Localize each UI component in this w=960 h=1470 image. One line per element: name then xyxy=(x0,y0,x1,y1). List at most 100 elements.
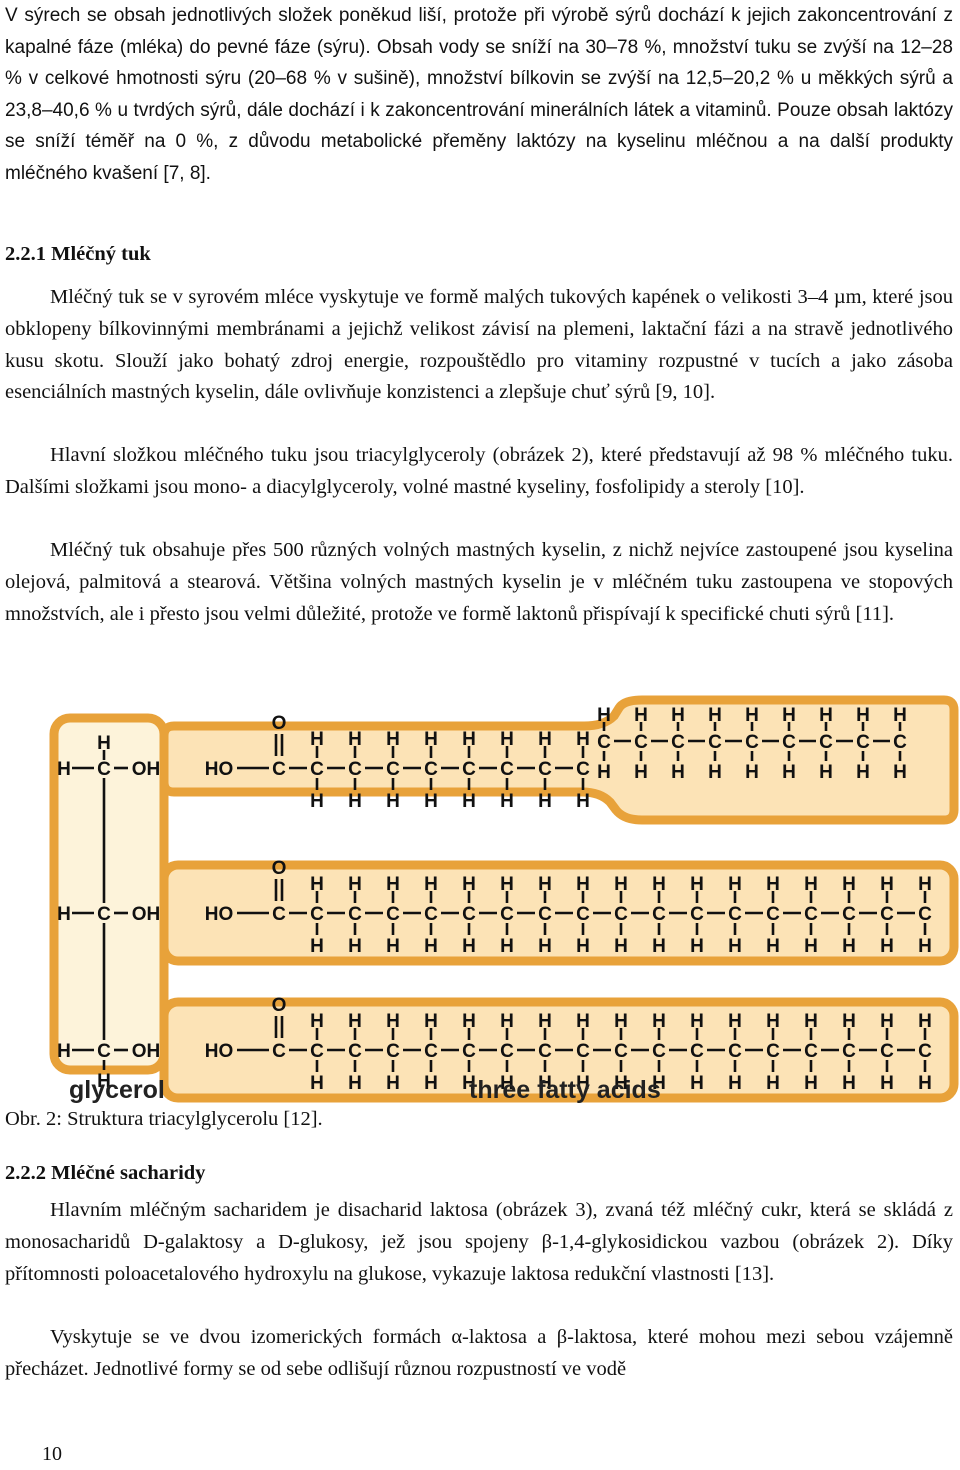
carbonyl-atom-c: C xyxy=(272,904,286,925)
section-heading-milk-saccharides: 2.2.2 Mléčné sacharidy xyxy=(5,1162,206,1184)
chain-atom-c: C xyxy=(500,904,514,925)
chain-atom-c: C xyxy=(918,1041,932,1062)
chain-atom-h: H xyxy=(597,705,611,726)
chain-atom-h: H xyxy=(819,705,833,726)
chain-atom-h: H xyxy=(634,762,648,783)
chain-atom-h: H xyxy=(671,762,685,783)
chain-atom-h: H xyxy=(804,874,818,895)
chain-atom-h: H xyxy=(614,1073,628,1094)
fatty-acid-group-ho: HO xyxy=(205,759,234,780)
chain-atom-c: C xyxy=(804,904,818,925)
milk-fat-paragraph-2: Hlavní složkou mléčného tuku jsou triacy… xyxy=(5,444,953,498)
chain-atom-h: H xyxy=(842,1073,856,1094)
glycerol-atom-h: H xyxy=(57,1041,71,1062)
chain-atom-h: H xyxy=(880,1073,894,1094)
chain-atom-c: C xyxy=(576,904,590,925)
glycerol-label: glycerol xyxy=(69,1076,165,1104)
chain-atom-h: H xyxy=(424,1011,438,1032)
chain-atom-c: C xyxy=(462,904,476,925)
glycerol-atom-h: H xyxy=(57,759,71,780)
chain-atom-h: H xyxy=(310,729,324,750)
glycerol-atom-c: C xyxy=(97,1041,111,1062)
chain-atom-c: C xyxy=(842,904,856,925)
chain-atom-c: C xyxy=(386,1041,400,1062)
chain-atom-h: H xyxy=(424,1073,438,1094)
chain-atom-h: H xyxy=(310,1073,324,1094)
chain-atom-c: C xyxy=(538,904,552,925)
chain-atom-c: C xyxy=(745,732,759,753)
chain-atom-h: H xyxy=(462,1011,476,1032)
chain-atom-c: C xyxy=(819,732,833,753)
chain-atom-c: C xyxy=(766,904,780,925)
chain-atom-h: H xyxy=(918,936,932,957)
chain-atom-h: H xyxy=(386,1011,400,1032)
intro-paragraph: V sýrech se obsah jednotlivých složek po… xyxy=(5,5,953,184)
chain-atom-h: H xyxy=(690,1011,704,1032)
chain-atom-h: H xyxy=(856,705,870,726)
chain-atom-c: C xyxy=(500,1041,514,1062)
glycerol-atom-h: H xyxy=(97,733,111,754)
section-heading-milk-fat: 2.2.1 Mléčný tuk xyxy=(5,243,151,265)
chain-atom-h: H xyxy=(576,1073,590,1094)
chain-atom-h: H xyxy=(348,1073,362,1094)
chain-atom-h: H xyxy=(538,936,552,957)
chain-atom-h: H xyxy=(766,874,780,895)
chain-atom-h: H xyxy=(804,1073,818,1094)
glycerol-group-oh: OH xyxy=(132,904,161,925)
chain-atom-h: H xyxy=(310,874,324,895)
chain-atom-h: H xyxy=(652,874,666,895)
glycerol-atom-c: C xyxy=(97,904,111,925)
chain-atom-h: H xyxy=(424,791,438,812)
chain-atom-h: H xyxy=(708,762,722,783)
chain-atom-h: H xyxy=(671,705,685,726)
chain-atom-c: C xyxy=(918,904,932,925)
chain-atom-h: H xyxy=(500,874,514,895)
chain-atom-c: C xyxy=(348,759,362,780)
chain-atom-c: C xyxy=(386,759,400,780)
chain-atom-h: H xyxy=(348,1011,362,1032)
chain-atom-h: H xyxy=(728,1073,742,1094)
chain-atom-h: H xyxy=(500,1011,514,1032)
chain-atom-c: C xyxy=(728,1041,742,1062)
chain-atom-c: C xyxy=(766,1041,780,1062)
chain-atom-h: H xyxy=(782,705,796,726)
chain-atom-h: H xyxy=(462,874,476,895)
chain-atom-h: H xyxy=(708,705,722,726)
chain-atom-c: C xyxy=(708,732,722,753)
chain-atom-c: C xyxy=(856,732,870,753)
chain-atom-c: C xyxy=(348,1041,362,1062)
chain-atom-h: H xyxy=(462,729,476,750)
chain-atom-h: H xyxy=(804,1011,818,1032)
chain-atom-h: H xyxy=(842,1011,856,1032)
chain-atom-h: H xyxy=(652,1073,666,1094)
chain-atom-c: C xyxy=(614,1041,628,1062)
chain-atom-h: H xyxy=(538,791,552,812)
chain-atom-c: C xyxy=(424,759,438,780)
chain-atom-c: C xyxy=(893,732,907,753)
chain-atom-h: H xyxy=(766,1011,780,1032)
chain-atom-h: H xyxy=(745,705,759,726)
chain-atom-h: H xyxy=(614,1011,628,1032)
chain-atom-h: H xyxy=(500,791,514,812)
chain-atom-c: C xyxy=(576,1041,590,1062)
chain-atom-h: H xyxy=(576,936,590,957)
chain-atom-c: C xyxy=(538,1041,552,1062)
chain-atom-h: H xyxy=(538,1073,552,1094)
chain-atom-c: C xyxy=(690,904,704,925)
chain-atom-h: H xyxy=(462,791,476,812)
chain-atom-c: C xyxy=(386,904,400,925)
chain-atom-h: H xyxy=(500,1073,514,1094)
chain-atom-h: H xyxy=(918,874,932,895)
chain-atom-h: H xyxy=(880,936,894,957)
chain-atom-h: H xyxy=(728,936,742,957)
chain-atom-h: H xyxy=(614,874,628,895)
chain-atom-c: C xyxy=(538,759,552,780)
chain-atom-h: H xyxy=(348,729,362,750)
glycerol-atom-c: C xyxy=(97,759,111,780)
chain-atom-h: H xyxy=(880,874,894,895)
chain-atom-h: H xyxy=(386,936,400,957)
chain-atom-c: C xyxy=(728,904,742,925)
chain-atom-c: C xyxy=(597,732,611,753)
page-number: 10 xyxy=(42,1443,62,1465)
